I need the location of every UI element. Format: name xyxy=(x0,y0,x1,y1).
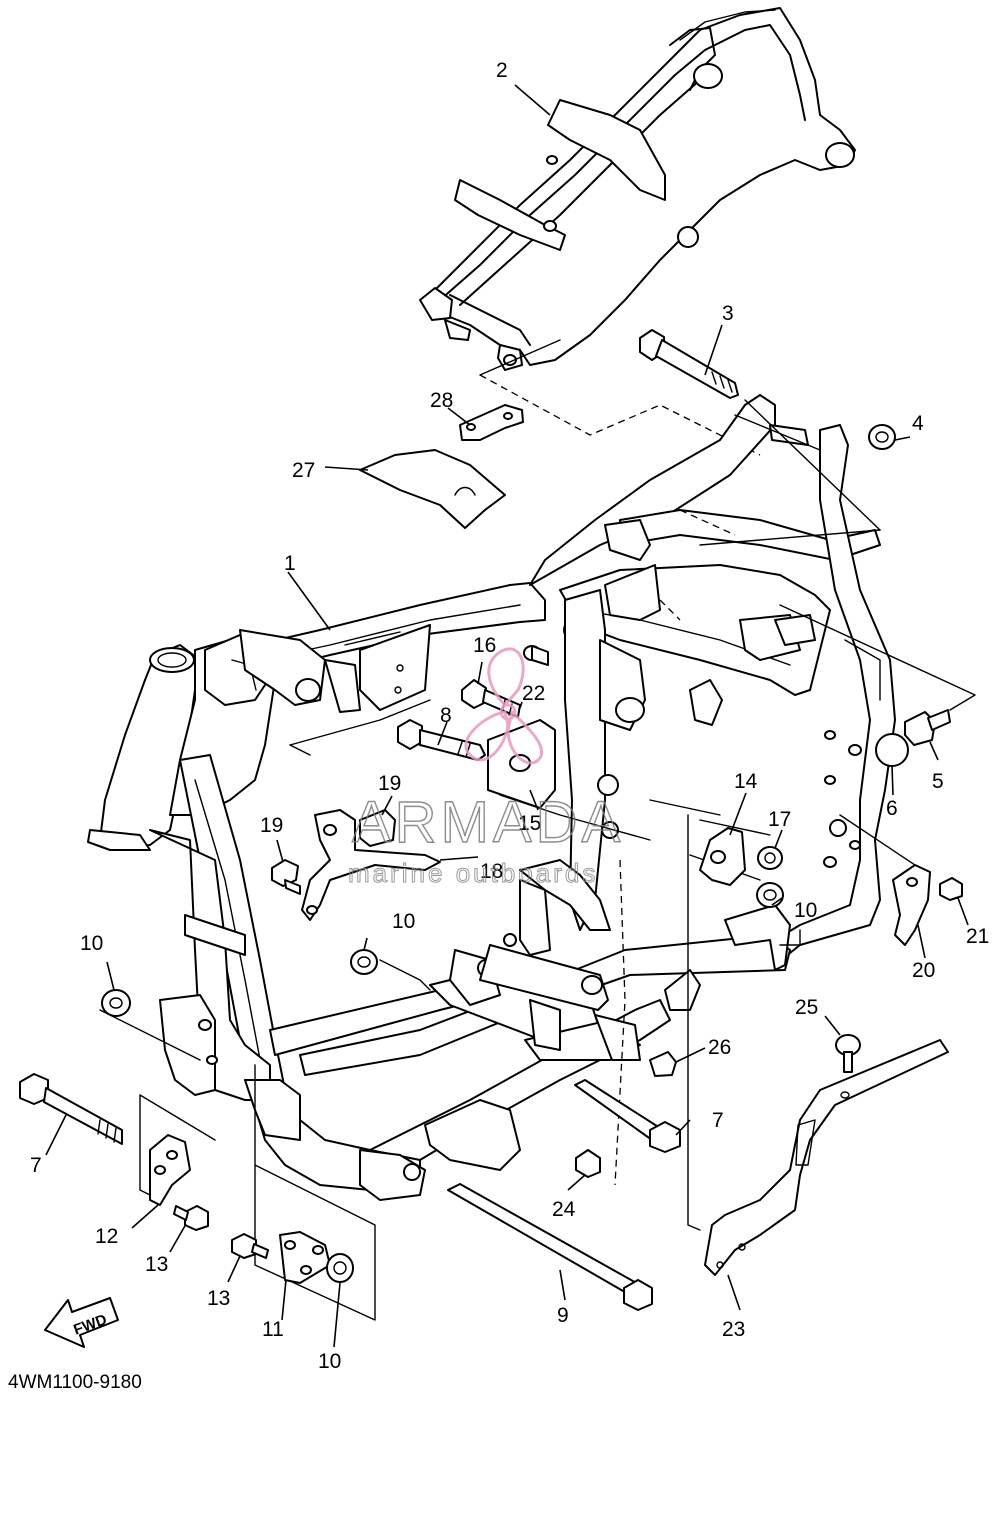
callout-21: 21 xyxy=(966,925,989,948)
callout-3: 3 xyxy=(722,302,734,325)
callout-11: 11 xyxy=(262,1318,284,1341)
bolt-9 xyxy=(447,1183,653,1311)
propeller-logo-icon xyxy=(464,647,544,765)
callout-19-upper: 19 xyxy=(378,772,401,795)
callout-28: 28 xyxy=(430,389,453,412)
callout-24: 24 xyxy=(552,1198,576,1221)
collar-22 xyxy=(523,645,549,666)
callout-9: 9 xyxy=(557,1304,569,1327)
callout-26: 26 xyxy=(708,1036,731,1059)
callout-17: 17 xyxy=(768,808,791,831)
callout-4: 4 xyxy=(912,412,924,435)
plate-11 xyxy=(279,1231,331,1284)
nut-10-c xyxy=(101,989,131,1017)
callout-8: 8 xyxy=(440,704,452,727)
callout-19-lower: 19 xyxy=(260,814,283,837)
bracket-14 xyxy=(699,827,746,886)
watermark-brand: ARMADA xyxy=(352,790,624,855)
screw-25 xyxy=(835,1034,861,1073)
cap-6 xyxy=(875,733,909,767)
callout-15: 15 xyxy=(518,812,541,835)
callout-10-b: 10 xyxy=(392,910,415,933)
callout-13-a: 13 xyxy=(145,1253,168,1276)
bolt-3 xyxy=(639,329,739,399)
watermark: ARMADA marine outboards xyxy=(348,647,624,889)
callout-labels: 1 2 3 4 5 6 7 7 8 9 10 10 10 10 11 12 13… xyxy=(30,59,989,1373)
diagram-part-number: 4WM1100-9180 xyxy=(8,1372,142,1393)
forward-arrow-icon: FWD xyxy=(44,1297,119,1348)
callout-27: 27 xyxy=(292,459,315,482)
callout-25: 25 xyxy=(795,996,818,1019)
bracket-20 xyxy=(892,864,931,946)
pad-27 xyxy=(359,449,506,529)
callout-1: 1 xyxy=(284,552,296,575)
bracket-18 xyxy=(301,809,441,921)
callout-12: 12 xyxy=(95,1225,118,1248)
nut-4 xyxy=(868,424,896,450)
cap-26 xyxy=(649,1051,677,1077)
main-frame-part xyxy=(87,394,896,1201)
callout-23: 23 xyxy=(722,1318,745,1341)
callout-14: 14 xyxy=(734,770,758,793)
callout-7-left: 7 xyxy=(30,1154,42,1177)
callout-7-right: 7 xyxy=(712,1109,724,1132)
callout-leaders xyxy=(45,84,969,1348)
callout-2: 2 xyxy=(496,59,508,82)
bolt-7-right xyxy=(574,1079,681,1153)
callout-16: 16 xyxy=(473,634,496,657)
bolt-5 xyxy=(904,709,951,746)
rear-fender-part xyxy=(419,7,856,371)
nut-10-a xyxy=(756,882,784,908)
callout-20: 20 xyxy=(912,959,935,982)
callout-6: 6 xyxy=(886,797,898,820)
callout-10-a: 10 xyxy=(794,899,817,922)
callout-22: 22 xyxy=(522,682,545,705)
bracket-28 xyxy=(459,404,524,441)
callout-10-d: 10 xyxy=(318,1350,341,1373)
callout-18: 18 xyxy=(480,860,503,883)
nut-17 xyxy=(757,846,783,870)
bolt-19-lower xyxy=(271,859,301,895)
callout-5: 5 xyxy=(932,770,944,793)
nut-10-b xyxy=(350,949,378,975)
bolt-7-left xyxy=(19,1073,123,1145)
callout-13-b: 13 xyxy=(207,1287,230,1310)
bolt-21 xyxy=(939,877,963,901)
watermark-tagline: marine outboards xyxy=(348,858,598,888)
footrest-bracket-23 xyxy=(704,1039,949,1276)
bolt-13-b xyxy=(231,1233,269,1259)
bolt-13-a xyxy=(173,1205,209,1231)
bracket-12 xyxy=(149,1134,191,1206)
nut-10-d xyxy=(326,1253,354,1283)
callout-10-c: 10 xyxy=(80,932,103,955)
bolt-24 xyxy=(575,1149,601,1178)
